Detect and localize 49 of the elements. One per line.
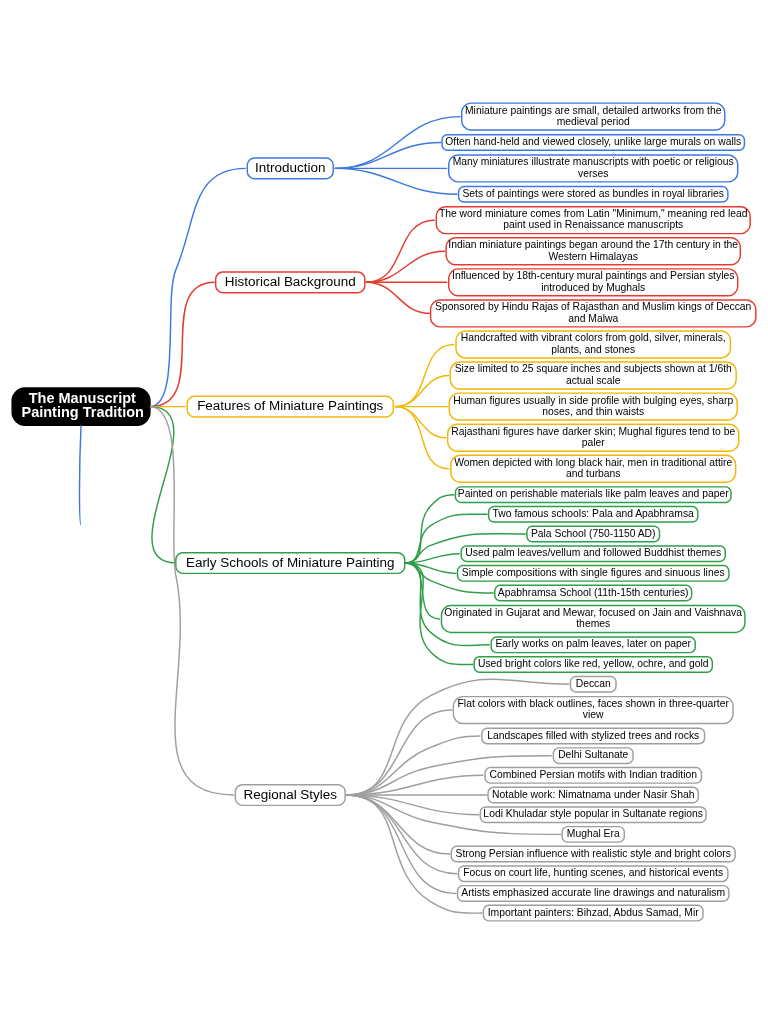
node-box: The Manuscript Painting Tradition	[11, 387, 151, 426]
node-box: Rajasthani figures have darker skin; Mughal figures tend to be paler	[446, 423, 740, 452]
node-box: Important painters: Bihzad, Abdus Samad, Mir	[482, 904, 704, 922]
node-box: Strong Persian influence with realistic style and bright colors	[450, 845, 736, 863]
connector	[149, 405, 177, 564]
node-box: Many miniatures illustrate manuscripts with poetic or religious verses	[448, 154, 739, 183]
connector	[365, 250, 446, 284]
node-box: Often hand-held and viewed closely, unlike large murals on walls	[441, 134, 746, 151]
node-box: Human figures usually in side profile with bulging eyes, sharp noses, and thin waists	[448, 392, 738, 421]
node-box: Pala School (750-1150 AD)	[526, 525, 661, 543]
node-box: Artists emphasized accurate line drawings and naturalism	[456, 884, 730, 902]
connector	[345, 794, 484, 914]
connector	[404, 562, 474, 666]
node-box: Handcrafted with vibrant colors from gold, silver, minerals, plants, and stones	[455, 330, 732, 359]
node-box: Flat colors with black outlines, faces shown in three-quarter view	[452, 695, 734, 725]
node-box: Early Schools of Miniature Painting	[175, 551, 406, 575]
node-box: Miniature paintings are small, detailed artworks from the medieval period	[460, 102, 726, 131]
node-box: Introduction	[246, 157, 334, 180]
node-box: The word miniature comes from Latin "Minimum," meaning red lead paint used in Renaissance manuscripts	[435, 206, 751, 235]
node-box: Used bright colors like red, yellow, ochre, and gold	[473, 656, 714, 673]
node-box: Delhi Sultanate	[552, 747, 634, 765]
node-box: Women depicted with long black hair, men in traditional attire and turbans	[450, 454, 737, 483]
node-box: Simple compositions with single figures and sinuous lines	[456, 564, 730, 582]
node-box: Size limited to 25 square inches and subjects shown at 1/6th actual scale	[449, 361, 737, 390]
node-box: Used palm leaves/vellum and followed Buddhist themes	[460, 545, 726, 563]
node-box: Originated in Gujarat and Mewar, focused on Jain and Vaishnava themes	[440, 604, 746, 634]
node-box: Features of Miniature Paintings	[186, 395, 395, 418]
node-box: Painted on perishable materials like palm leaves and paper	[454, 486, 732, 504]
node-box: Focus on court life, hunting scenes, and historical events	[457, 865, 729, 883]
connector	[394, 405, 450, 470]
node-box: Sets of paintings were stored as bundles in royal libraries	[457, 185, 729, 203]
node-box: Influenced by 18th-century mural paintings and Persian styles introduced by Mughals	[448, 268, 739, 297]
node-box: Historical Background	[214, 271, 366, 294]
connector	[78, 424, 82, 526]
node-box: Combined Persian motifs with Indian tradition	[484, 766, 703, 784]
node-box: Landscapes filled with stylized trees and rocks	[481, 727, 706, 745]
node-box: Two famous schools: Pala and Apabhramsa	[487, 505, 699, 523]
connector	[365, 219, 436, 284]
node-box: Deccan	[569, 675, 617, 693]
node-box: Early works on palm leaves, later on paper	[490, 636, 696, 654]
node-box: Notable work: Nimatnama under Nasir Shah	[487, 786, 700, 804]
node-box: Regional Styles	[234, 783, 346, 807]
node-box: Lodi Khuladar style popular in Sultanate regions	[479, 806, 707, 824]
node-box: Sponsored by Hindu Rajas of Rajasthan and Muslim kings of Deccan and Malwa	[429, 299, 757, 328]
node-box: Apabhramsa School (11th-15th centuries)	[494, 584, 693, 602]
connector	[365, 281, 432, 315]
connector	[334, 167, 459, 195]
node-box: Mughal Era	[561, 825, 625, 843]
node-box: Indian miniature paintings began around the 17th century in the Western Himalayas	[445, 237, 741, 266]
